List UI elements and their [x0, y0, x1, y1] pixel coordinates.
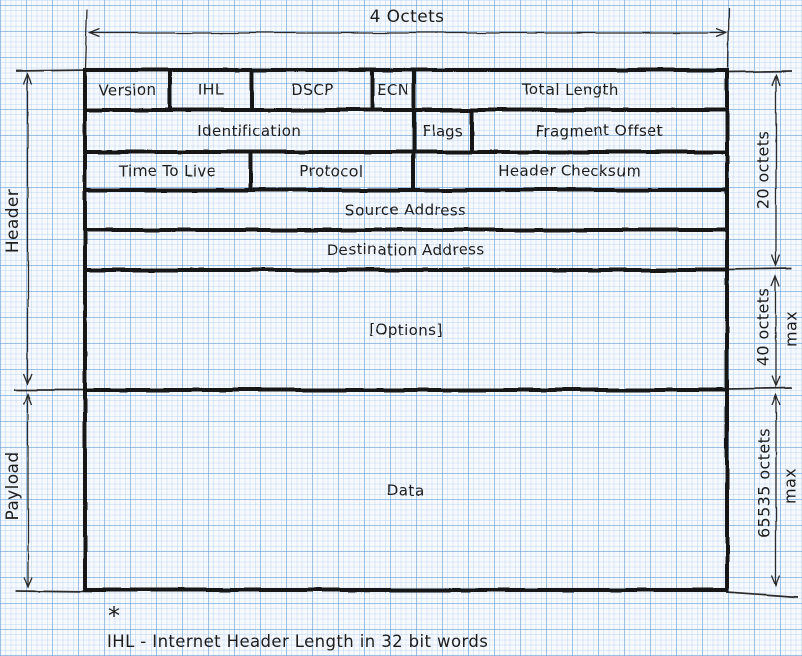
- field-version: Version: [87, 72, 172, 108]
- arrowhead-up-icon: [771, 73, 781, 86]
- right-dimension-20-octets: 20 octets: [753, 130, 773, 210]
- arrowhead-down-icon: [23, 576, 33, 589]
- right-dimension-65535-octets: 65535 octets: [754, 427, 774, 539]
- field-protocol: Protocol: [252, 154, 415, 188]
- field-header-checksum: Header Checksum: [498, 162, 642, 180]
- packet-row-4: Source Address: [87, 192, 725, 232]
- field-ecn: ECN: [374, 72, 417, 108]
- footnote-text: IHL - Internet Header Length in 32 bit w…: [107, 632, 489, 651]
- right-tick-3: [725, 387, 793, 390]
- field-dscp: DSCP: [254, 72, 375, 108]
- right-dimension-40-octets-max: max: [781, 310, 801, 348]
- packet-row-1: Version IHL DSCP ECN Total Length: [87, 72, 725, 112]
- left-tick-top: [15, 69, 93, 72]
- packet-row-options: [Options]: [87, 272, 725, 392]
- field-total-length: Total Length: [522, 81, 619, 99]
- top-dimension-label: 4 Octets: [369, 7, 445, 27]
- field-flags: Flags: [416, 112, 474, 150]
- footnote-asterisk: *: [108, 602, 120, 630]
- left-tick-bottom: [15, 590, 93, 593]
- packet-row-2: Identification Flags Fragment Offset: [87, 112, 725, 154]
- arrowhead-down-icon: [771, 375, 781, 388]
- ipv4-packet-table: Version IHL DSCP ECN Total Length Identi…: [83, 68, 729, 592]
- field-ihl: IHL: [172, 72, 255, 108]
- arrowhead-down-icon: [771, 254, 781, 267]
- right-dimension-40-octets: 40 octets: [753, 287, 773, 367]
- right-tick-2: [725, 267, 793, 270]
- arrowhead-up-icon: [23, 72, 33, 85]
- packet-row-data: Data: [87, 392, 725, 588]
- arrowhead-down-icon: [771, 574, 781, 587]
- field-destination-address: Destination Address: [326, 241, 486, 259]
- field-options: [Options]: [369, 321, 443, 339]
- right-dimension-65535-octets-max: max: [780, 467, 800, 505]
- field-fragment-offset: Fragment Offset: [535, 122, 664, 140]
- packet-row-3: Time To Live Protocol Header Checksum: [87, 154, 725, 192]
- field-time-to-live: Time To Live: [87, 154, 253, 188]
- header-dimension-label: Header: [3, 188, 23, 254]
- arrowhead-right-icon: [715, 28, 728, 38]
- arrowhead-up-icon: [771, 393, 781, 406]
- left-extension-line: [84, 9, 88, 69]
- field-identification: Identification: [87, 112, 416, 150]
- arrowhead-up-icon: [23, 392, 33, 405]
- packet-row-5: Destination Address: [87, 232, 725, 272]
- payload-dimension-label: Payload: [3, 451, 23, 521]
- field-source-address: Source Address: [345, 201, 467, 219]
- right-tick-1: [725, 70, 793, 73]
- arrowhead-left-icon: [88, 28, 101, 38]
- arrowhead-down-icon: [23, 373, 33, 386]
- right-extension-line: [727, 7, 730, 69]
- field-data: Data: [387, 481, 425, 499]
- right-tick-4: [725, 591, 799, 598]
- arrowhead-up-icon: [771, 274, 781, 287]
